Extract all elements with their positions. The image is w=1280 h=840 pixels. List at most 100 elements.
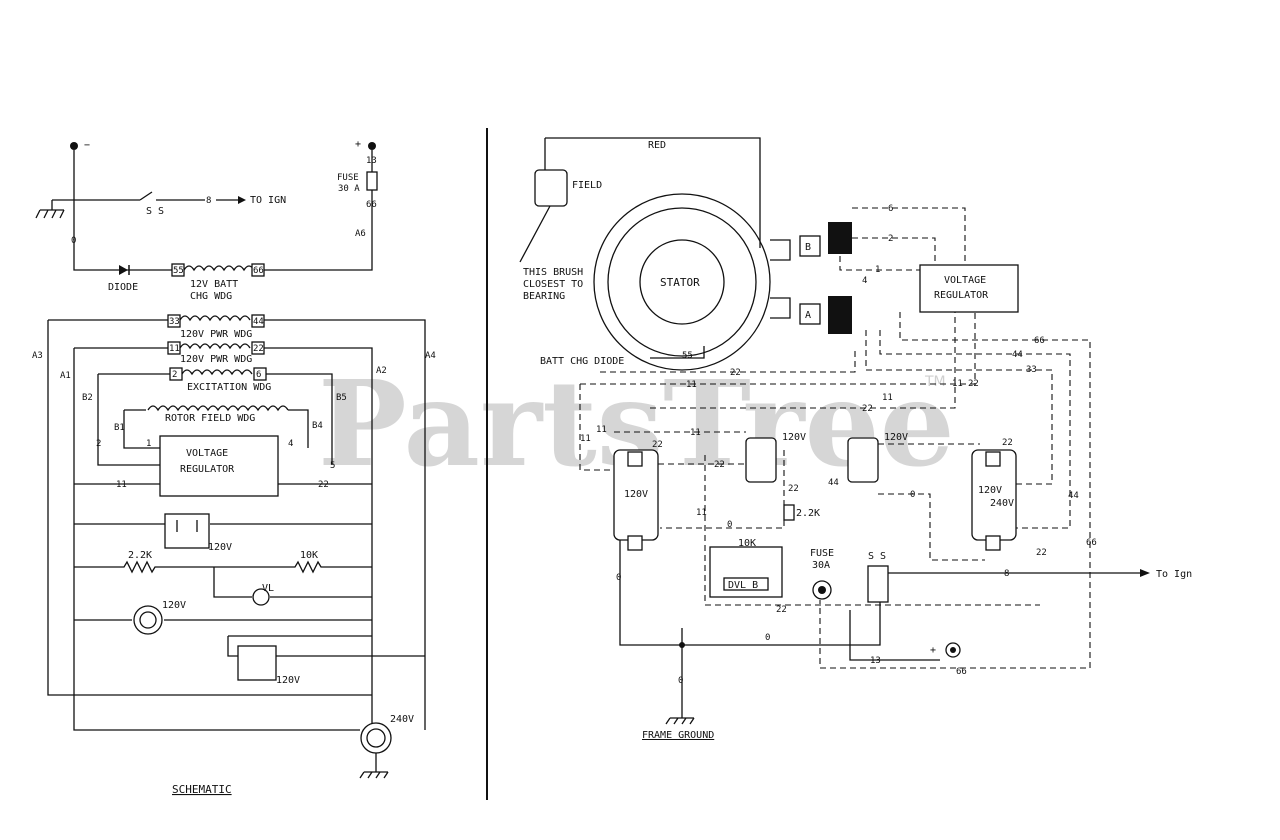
- batt-diode-label: BATT CHG DIODE: [540, 356, 624, 367]
- terminal-55: 55: [173, 266, 184, 276]
- sch-reg-line2: REGULATOR: [180, 464, 235, 475]
- wire-22h: 22: [1002, 438, 1013, 448]
- brush-label-b5: B5: [336, 393, 347, 403]
- wiring-panel: RED FIELD THIS BRUSH CLOSEST TO BEARING …: [519, 137, 1192, 741]
- watermark-tm: TM: [924, 374, 946, 390]
- wire-66: 66: [1034, 336, 1045, 346]
- wire-label-1: 1: [146, 439, 151, 449]
- wr-reg-line1: VOLTAGE: [944, 275, 986, 286]
- field-connector: [534, 169, 568, 207]
- sch-receptacle-240: [360, 722, 392, 754]
- neg-terminal-label: −: [84, 140, 90, 151]
- terminal-66: 66: [253, 266, 264, 276]
- schematic-title: SCHEMATIC: [172, 783, 232, 796]
- sch-receptacle-120-label: 120V: [208, 542, 232, 553]
- wire-22f: 22: [788, 484, 799, 494]
- wire-44: 44: [1012, 350, 1023, 360]
- sch-round-120-label: 120V: [162, 600, 186, 611]
- wr-recep-120c: 120V: [884, 432, 908, 443]
- schematic-panel: − + 0 S S 8 TO IGN 13 FUSE 30 A 66 A6 DI…: [32, 139, 436, 796]
- pwr-winding-1: 120V PWR WDG: [180, 329, 252, 340]
- wire-label-66: 66: [366, 200, 377, 210]
- pos-terminal-label: +: [355, 139, 361, 150]
- neg-terminal-icon: [70, 142, 78, 150]
- brush-label-b1: B1: [114, 423, 125, 433]
- stator-label: STATOR: [660, 276, 700, 289]
- wire-8: 8: [1004, 569, 1009, 579]
- pwr-winding-2: 120V PWR WDG: [180, 354, 252, 365]
- wire-11c: 11: [882, 393, 893, 403]
- sch-vl-lamp-icon: [252, 588, 270, 606]
- fuse-icon: [366, 171, 378, 191]
- wire-44c: 44: [828, 478, 839, 488]
- red-wire-label: RED: [648, 140, 666, 151]
- wire-55: 55: [682, 351, 693, 361]
- wire-label-5: 5: [330, 461, 335, 471]
- terminal-11: 11: [169, 344, 180, 354]
- wire-0b: 0: [910, 490, 915, 500]
- sch-resistor-10: 10K: [300, 550, 318, 561]
- sch-round-receptacle-120: [133, 605, 163, 635]
- wire-22e: 22: [714, 460, 725, 470]
- batt-winding-line2: CHG WDG: [190, 291, 232, 302]
- wire-6: 6: [888, 204, 893, 214]
- brush-label-a4: A4: [425, 351, 436, 361]
- wire-label-11: 11: [116, 480, 127, 490]
- wire-22g: 22: [776, 605, 787, 615]
- wiring-voltage-regulator: [919, 264, 1019, 313]
- fuse-label: FUSE: [337, 173, 359, 183]
- brush-a-block: [828, 296, 852, 334]
- wire-label-0: 0: [71, 236, 76, 246]
- wr-recep-120a: 120V: [624, 489, 648, 500]
- batt-winding-icon: [183, 265, 255, 272]
- wiring-receptacle-120-mid: [745, 437, 777, 483]
- wr-r22k: 2.2K: [796, 508, 820, 519]
- wr-ss-label: S S: [868, 551, 886, 562]
- wire-66c: 66: [956, 667, 967, 677]
- wire-11f: 11: [690, 428, 701, 438]
- diode-label: DIODE: [108, 282, 138, 293]
- wire-0d: 0: [616, 573, 621, 583]
- wire-1: 1: [875, 265, 880, 275]
- terminal-33: 33: [169, 317, 180, 327]
- batt-winding-line1: 12V BATT: [190, 279, 238, 290]
- wire-label-8: 8: [206, 196, 211, 206]
- sch-receptacle-120: [164, 513, 210, 549]
- wr-reg-line2: REGULATOR: [934, 290, 989, 301]
- wr-recep-120-240: 120V: [978, 485, 1002, 496]
- sch-receptacle-120b-label: 120V: [276, 675, 300, 686]
- wire-label-4: 4: [288, 439, 293, 449]
- pos-terminal-icon: [368, 142, 376, 150]
- stator-outer: [593, 193, 771, 371]
- fuse-rating: 30 A: [338, 184, 360, 194]
- wire-4: 4: [862, 276, 867, 286]
- wire-22d: 22: [652, 440, 663, 450]
- rotor-winding: ROTOR FIELD WDG: [165, 413, 255, 424]
- wire-22i: 22: [1036, 548, 1047, 558]
- wire-2: 2: [888, 234, 893, 244]
- frame-ground-label: FRAME GROUND: [642, 730, 714, 741]
- brush-a-label: A: [805, 310, 811, 321]
- wr-recep-120b: 120V: [782, 432, 806, 443]
- terminal-22: 22: [253, 344, 264, 354]
- wire-13: 13: [870, 656, 881, 666]
- wr-fuse-rating: 30A: [812, 560, 830, 571]
- brush-b-block: [828, 222, 852, 254]
- sch-vl-label: VL: [262, 583, 274, 594]
- wire-11: 11: [686, 380, 697, 390]
- wire-11b: 11: [952, 379, 963, 389]
- wire-22c: 22: [862, 404, 873, 414]
- excitation-winding: EXCITATION WDG: [187, 382, 271, 393]
- wire-0e: 0: [678, 676, 683, 686]
- brush-label-b2: B2: [82, 393, 93, 403]
- schematic-voltage-regulator: [159, 435, 279, 497]
- wire-66b: 66: [1086, 538, 1097, 548]
- brush-label-a2: A2: [376, 366, 387, 376]
- diode-icon: [119, 265, 128, 275]
- wr-pos-label: +: [930, 645, 936, 656]
- terminal-6: 6: [256, 370, 261, 380]
- to-ign-label: TO IGN: [250, 195, 286, 206]
- wire-label-2: 2: [96, 439, 101, 449]
- wire-33: 33: [1026, 365, 1037, 375]
